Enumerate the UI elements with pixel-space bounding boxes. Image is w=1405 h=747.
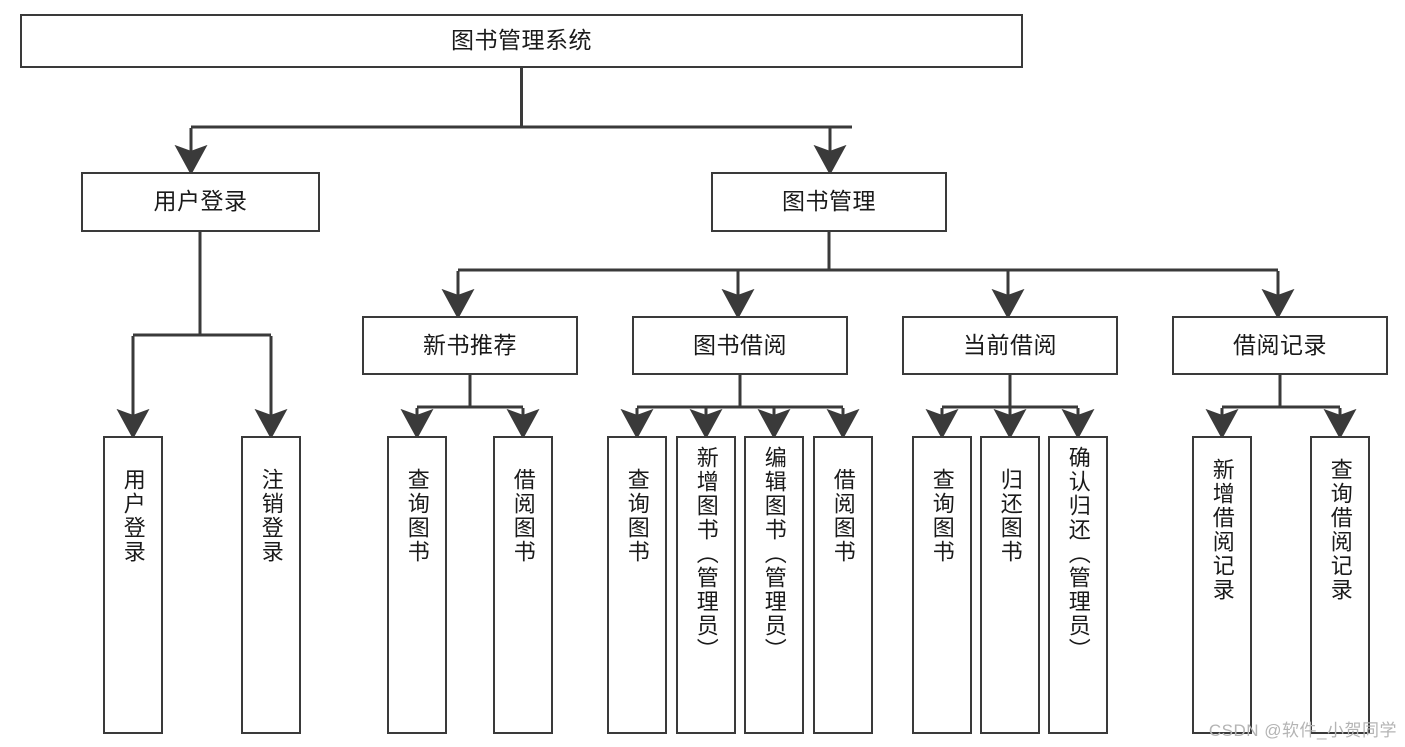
node-label: 借阅图书	[510, 468, 536, 564]
leaf-record-add-record[interactable]: 新增借阅记录	[1192, 436, 1252, 734]
leaf-current-query-book[interactable]: 查询图书	[912, 436, 972, 734]
node-current-borrow[interactable]: 当前借阅	[902, 316, 1118, 375]
node-label: 借阅图书	[830, 468, 856, 564]
leaf-recommend-borrow-book[interactable]: 借阅图书	[493, 436, 553, 734]
node-label: 查询图书	[404, 468, 430, 564]
node-label: 确认归还（管理员）	[1065, 446, 1091, 662]
leaf-current-confirm-return-admin[interactable]: 确认归还（管理员）	[1048, 436, 1108, 734]
node-label: 查询图书	[929, 468, 955, 564]
leaf-recommend-query-book[interactable]: 查询图书	[387, 436, 447, 734]
node-label: 当前借阅	[963, 331, 1057, 358]
node-label: 用户登录	[153, 188, 248, 215]
leaf-user-login-logout[interactable]: 注销登录	[241, 436, 301, 734]
node-label: 新增借阅记录	[1209, 458, 1235, 602]
node-book-borrow[interactable]: 图书借阅	[632, 316, 848, 375]
node-label: 归还图书	[997, 468, 1023, 564]
leaf-borrow-query-book[interactable]: 查询图书	[607, 436, 667, 734]
node-label: 图书借阅	[693, 331, 787, 358]
leaf-user-login-login[interactable]: 用户登录	[103, 436, 163, 734]
leaf-borrow-add-book-admin[interactable]: 新增图书（管理员）	[676, 436, 736, 734]
node-user-login[interactable]: 用户登录	[81, 172, 320, 232]
node-book-management[interactable]: 图书管理	[711, 172, 947, 232]
leaf-record-query-record[interactable]: 查询借阅记录	[1310, 436, 1370, 734]
leaf-current-return-book[interactable]: 归还图书	[980, 436, 1040, 734]
leaf-borrow-borrow-book[interactable]: 借阅图书	[813, 436, 873, 734]
node-label: 用户登录	[120, 468, 146, 564]
node-label: 查询借阅记录	[1327, 458, 1353, 602]
node-label: 新增图书（管理员）	[693, 446, 719, 662]
node-label: 图书管理	[782, 188, 876, 215]
node-label: 注销登录	[258, 468, 284, 564]
node-label: 编辑图书（管理员）	[761, 446, 787, 662]
node-borrow-record[interactable]: 借阅记录	[1172, 316, 1388, 375]
watermark-text: CSDN @软件_小贺同学	[1208, 721, 1397, 740]
node-label: 借阅记录	[1233, 331, 1327, 358]
node-new-book-recommend[interactable]: 新书推荐	[362, 316, 578, 375]
node-label: 图书管理系统	[451, 27, 592, 54]
node-root-system[interactable]: 图书管理系统	[20, 14, 1023, 68]
node-label: 查询图书	[624, 468, 650, 564]
node-label: 新书推荐	[423, 331, 517, 358]
leaf-borrow-edit-book-admin[interactable]: 编辑图书（管理员）	[744, 436, 804, 734]
